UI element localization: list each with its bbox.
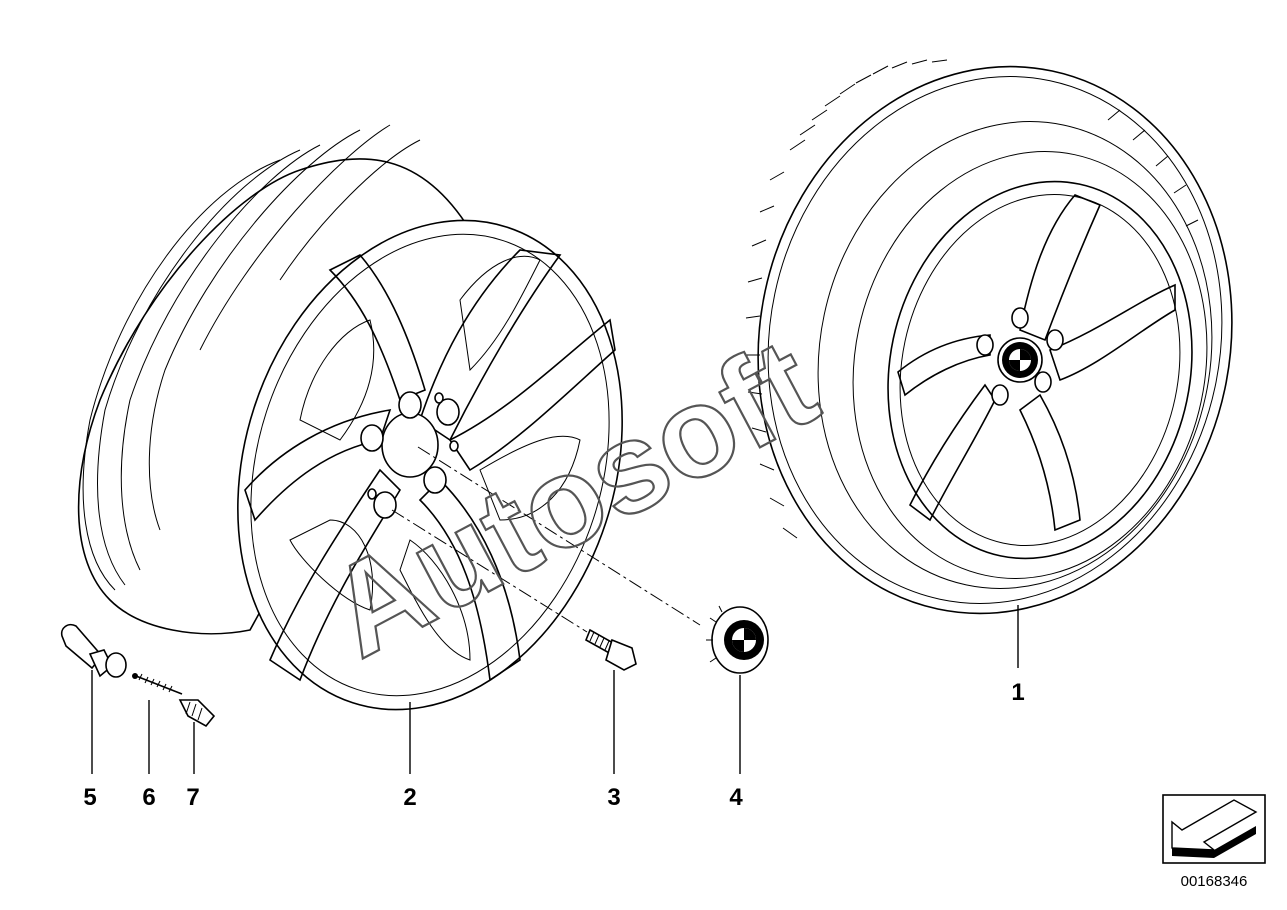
valve-cap[interactable] xyxy=(178,699,216,728)
callout-6: 6 xyxy=(142,784,155,811)
valve[interactable] xyxy=(60,623,127,678)
callout-4: 4 xyxy=(729,784,743,811)
callout-2: 2 xyxy=(403,784,416,811)
complete-wheel[interactable] xyxy=(708,22,1282,658)
roundel-logo-icon xyxy=(1002,342,1038,378)
hub-cap[interactable] xyxy=(706,605,769,674)
valve-insert[interactable] xyxy=(132,673,183,695)
callout-5: 5 xyxy=(83,784,96,811)
callout-1: 1 xyxy=(1011,679,1024,706)
arrow-down-left-icon xyxy=(1162,794,1266,864)
document-number: 00168346 xyxy=(1181,873,1248,890)
roundel-logo-icon xyxy=(724,620,764,660)
wheel-bolt[interactable] xyxy=(584,628,637,671)
callout-3: 3 xyxy=(607,784,620,811)
light-alloy-rim[interactable] xyxy=(77,124,684,760)
callout-7: 7 xyxy=(186,784,199,811)
